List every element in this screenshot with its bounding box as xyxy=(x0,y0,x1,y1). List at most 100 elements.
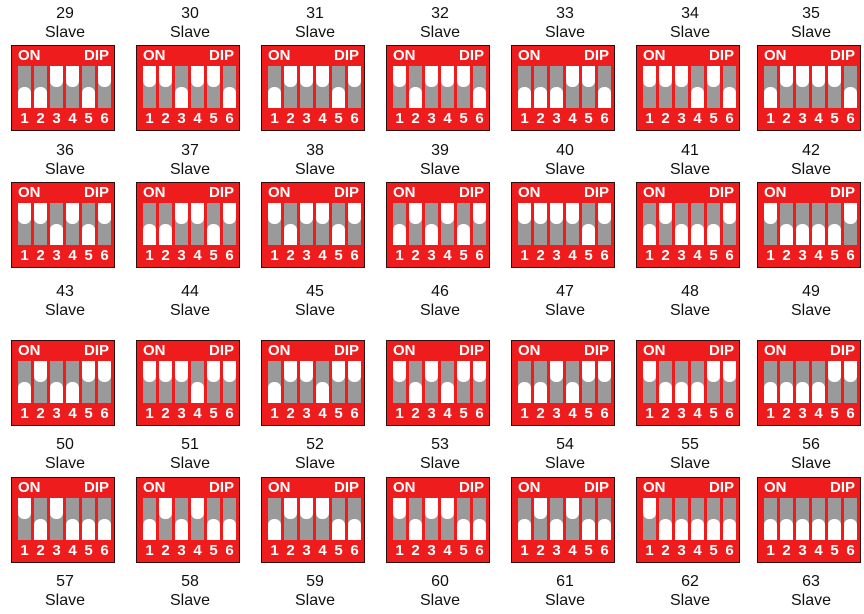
switch-slot[interactable] xyxy=(441,498,454,540)
switch-knob[interactable] xyxy=(691,382,704,403)
switch-knob[interactable] xyxy=(764,87,777,108)
switch-knob[interactable] xyxy=(409,519,422,540)
switch-slot[interactable] xyxy=(566,203,579,245)
switch-knob[interactable] xyxy=(441,498,454,519)
switch-slot[interactable] xyxy=(643,66,656,108)
switch-slot[interactable] xyxy=(425,66,438,108)
switch-knob[interactable] xyxy=(844,87,857,108)
switch-knob[interactable] xyxy=(159,66,172,87)
switch-slot[interactable] xyxy=(425,203,438,245)
switch-slot[interactable] xyxy=(332,66,345,108)
switch-knob[interactable] xyxy=(691,519,704,540)
switch-slot[interactable] xyxy=(457,361,470,403)
switch-slot[interactable] xyxy=(82,498,95,540)
switch-knob[interactable] xyxy=(518,382,531,403)
switch-slot[interactable] xyxy=(34,66,47,108)
switch-knob[interactable] xyxy=(425,66,438,87)
switch-knob[interactable] xyxy=(207,361,220,382)
switch-knob[interactable] xyxy=(659,382,672,403)
switch-slot[interactable] xyxy=(82,361,95,403)
switch-knob[interactable] xyxy=(143,66,156,87)
switch-knob[interactable] xyxy=(518,203,531,224)
switch-slot[interactable] xyxy=(534,203,547,245)
switch-knob[interactable] xyxy=(175,361,188,382)
switch-knob[interactable] xyxy=(50,66,63,87)
switch-slot[interactable] xyxy=(98,66,111,108)
switch-knob[interactable] xyxy=(780,66,793,87)
switch-knob[interactable] xyxy=(332,519,345,540)
switch-slot[interactable] xyxy=(828,361,841,403)
switch-slot[interactable] xyxy=(534,498,547,540)
switch-knob[interactable] xyxy=(828,361,841,382)
switch-knob[interactable] xyxy=(284,224,297,245)
switch-slot[interactable] xyxy=(98,498,111,540)
switch-knob[interactable] xyxy=(66,519,79,540)
switch-slot[interactable] xyxy=(707,66,720,108)
switch-knob[interactable] xyxy=(191,66,204,87)
switch-slot[interactable] xyxy=(780,498,793,540)
switch-slot[interactable] xyxy=(207,498,220,540)
switch-slot[interactable] xyxy=(812,66,825,108)
switch-slot[interactable] xyxy=(223,498,236,540)
switch-slot[interactable] xyxy=(223,66,236,108)
switch-slot[interactable] xyxy=(332,498,345,540)
switch-knob[interactable] xyxy=(332,361,345,382)
switch-slot[interactable] xyxy=(207,203,220,245)
switch-slot[interactable] xyxy=(844,361,857,403)
switch-knob[interactable] xyxy=(348,361,361,382)
switch-knob[interactable] xyxy=(284,361,297,382)
switch-slot[interactable] xyxy=(659,361,672,403)
switch-knob[interactable] xyxy=(796,519,809,540)
switch-knob[interactable] xyxy=(66,203,79,224)
switch-knob[interactable] xyxy=(844,519,857,540)
switch-slot[interactable] xyxy=(348,66,361,108)
switch-knob[interactable] xyxy=(18,382,31,403)
switch-knob[interactable] xyxy=(50,498,63,519)
switch-slot[interactable] xyxy=(844,498,857,540)
switch-knob[interactable] xyxy=(550,87,563,108)
switch-slot[interactable] xyxy=(18,66,31,108)
switch-slot[interactable] xyxy=(50,498,63,540)
switch-knob[interactable] xyxy=(316,203,329,224)
switch-knob[interactable] xyxy=(300,66,313,87)
switch-knob[interactable] xyxy=(316,382,329,403)
switch-knob[interactable] xyxy=(780,224,793,245)
switch-knob[interactable] xyxy=(534,203,547,224)
switch-knob[interactable] xyxy=(764,203,777,224)
switch-slot[interactable] xyxy=(268,361,281,403)
switch-slot[interactable] xyxy=(643,203,656,245)
switch-knob[interactable] xyxy=(223,87,236,108)
switch-slot[interactable] xyxy=(566,498,579,540)
switch-knob[interactable] xyxy=(191,203,204,224)
switch-knob[interactable] xyxy=(348,66,361,87)
switch-slot[interactable] xyxy=(780,203,793,245)
switch-slot[interactable] xyxy=(764,203,777,245)
switch-knob[interactable] xyxy=(582,361,595,382)
switch-slot[interactable] xyxy=(844,66,857,108)
switch-knob[interactable] xyxy=(300,361,313,382)
switch-slot[interactable] xyxy=(723,498,736,540)
switch-knob[interactable] xyxy=(159,361,172,382)
switch-slot[interactable] xyxy=(675,498,688,540)
switch-slot[interactable] xyxy=(98,203,111,245)
switch-knob[interactable] xyxy=(300,203,313,224)
switch-knob[interactable] xyxy=(723,87,736,108)
switch-slot[interactable] xyxy=(332,203,345,245)
switch-slot[interactable] xyxy=(828,66,841,108)
switch-slot[interactable] xyxy=(796,498,809,540)
switch-knob[interactable] xyxy=(409,87,422,108)
switch-slot[interactable] xyxy=(223,361,236,403)
switch-slot[interactable] xyxy=(812,361,825,403)
switch-slot[interactable] xyxy=(691,203,704,245)
switch-slot[interactable] xyxy=(659,498,672,540)
switch-slot[interactable] xyxy=(393,498,406,540)
switch-slot[interactable] xyxy=(518,66,531,108)
switch-slot[interactable] xyxy=(143,203,156,245)
switch-slot[interactable] xyxy=(143,498,156,540)
switch-knob[interactable] xyxy=(598,361,611,382)
switch-slot[interactable] xyxy=(550,361,563,403)
switch-knob[interactable] xyxy=(175,87,188,108)
switch-knob[interactable] xyxy=(812,66,825,87)
switch-knob[interactable] xyxy=(796,224,809,245)
switch-slot[interactable] xyxy=(425,361,438,403)
